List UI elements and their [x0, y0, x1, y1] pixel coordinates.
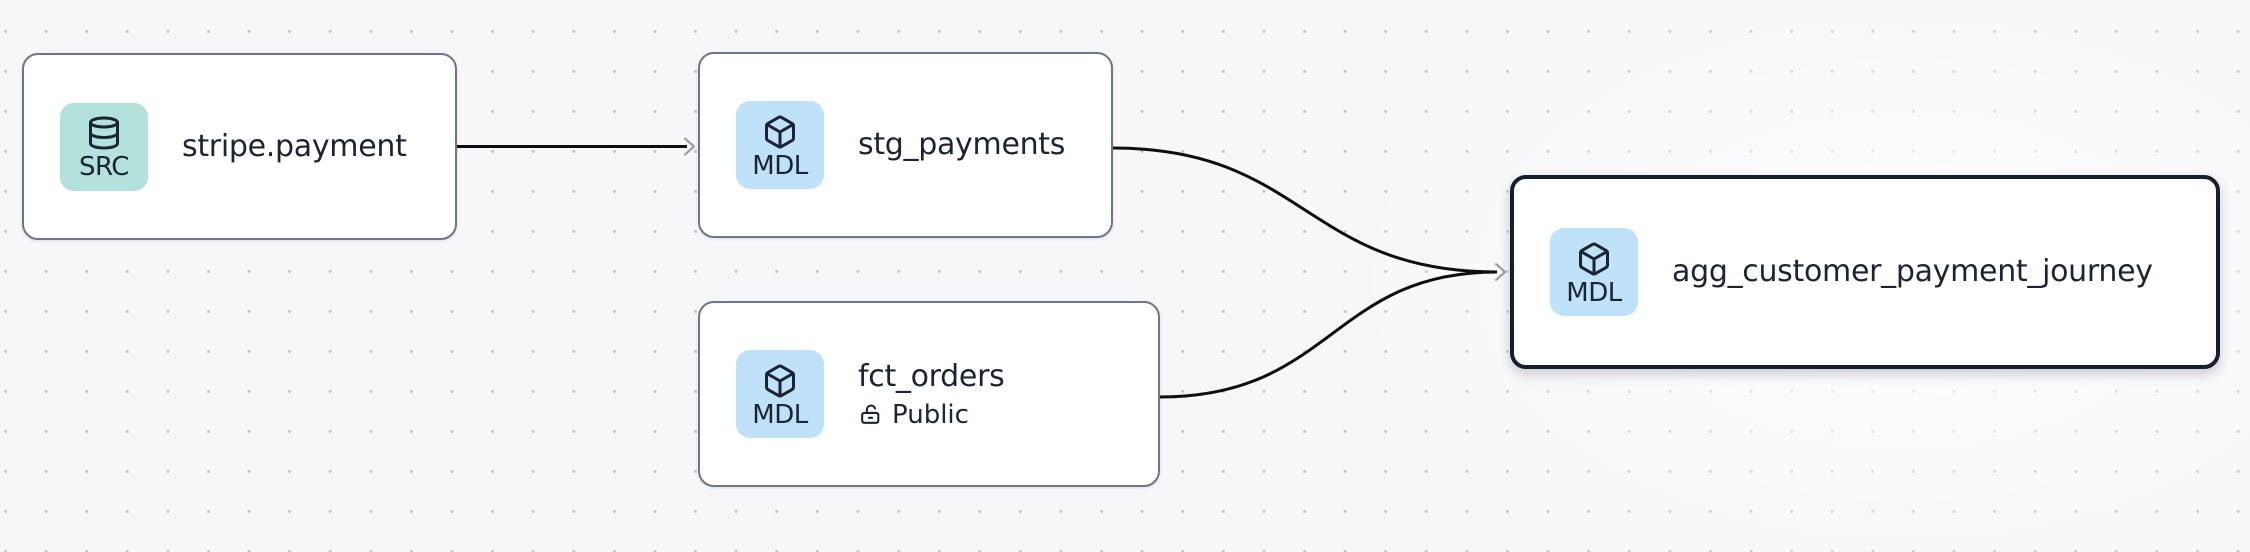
- node-label: stg_payments: [858, 127, 1066, 163]
- unlock-icon: [861, 404, 880, 425]
- access-label: Public: [892, 399, 969, 430]
- node-label: agg_customer_payment_journey: [1672, 254, 2153, 290]
- badge-label: SRC: [79, 152, 129, 182]
- cube-icon: [765, 364, 795, 397]
- node-stg-payments[interactable]: MDL stg_payments: [698, 52, 1113, 238]
- database-icon: [89, 116, 119, 150]
- access-row: Public: [858, 400, 1004, 430]
- model-type-badge: MDL: [736, 101, 824, 189]
- badge-label: MDL: [1566, 277, 1622, 308]
- edge-fct-to-agg[interactable]: [1159, 270, 1498, 399]
- node-label: stripe.payment: [182, 128, 407, 164]
- model-type-badge: MDL: [1550, 228, 1638, 316]
- source-type-badge: SRC: [60, 102, 148, 191]
- badge-label: MDL: [752, 150, 808, 181]
- arrowhead-icon: [683, 137, 696, 156]
- node-text-block: fct_orders Public: [858, 358, 1005, 430]
- cube-icon: [1579, 242, 1609, 275]
- node-agg-customer-payment-journey[interactable]: MDL agg_customer_payment_journey: [1510, 175, 2220, 369]
- badge-label: MDL: [752, 399, 808, 430]
- node-stripe-payment[interactable]: SRC stripe.payment: [22, 53, 457, 240]
- edge-stg-to-agg[interactable]: [1112, 146, 1498, 274]
- node-fct-orders[interactable]: MDL fct_orders Public: [698, 301, 1160, 487]
- arrowhead-icon: [1494, 262, 1507, 282]
- node-label: fct_orders: [858, 359, 1005, 395]
- model-type-badge: MDL: [736, 350, 824, 438]
- cube-icon: [765, 115, 795, 148]
